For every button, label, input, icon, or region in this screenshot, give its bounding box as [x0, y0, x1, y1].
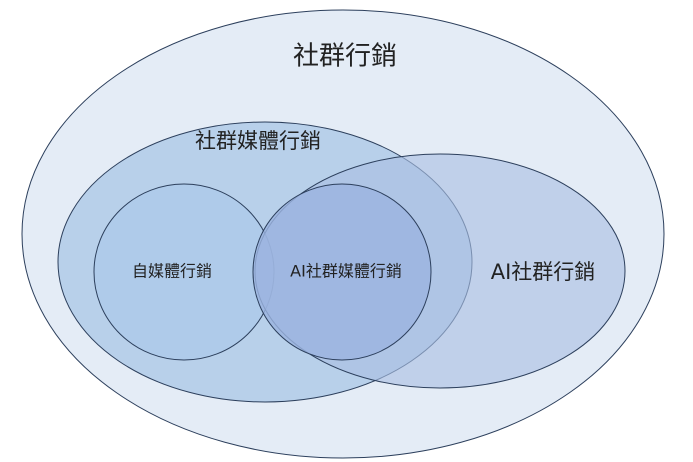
ai-social-media-marketing-circle [252, 183, 432, 361]
self-media-marketing-label: 自媒體行銷 [132, 262, 212, 281]
social-media-marketing-label: 社群媒體行銷 [195, 129, 321, 153]
ai-social-media-marketing-label: AI社群媒體行銷 [290, 262, 402, 281]
ai-social-marketing-label: AI社群行銷 [491, 260, 596, 284]
social-marketing-label: 社群行銷 [293, 42, 397, 72]
